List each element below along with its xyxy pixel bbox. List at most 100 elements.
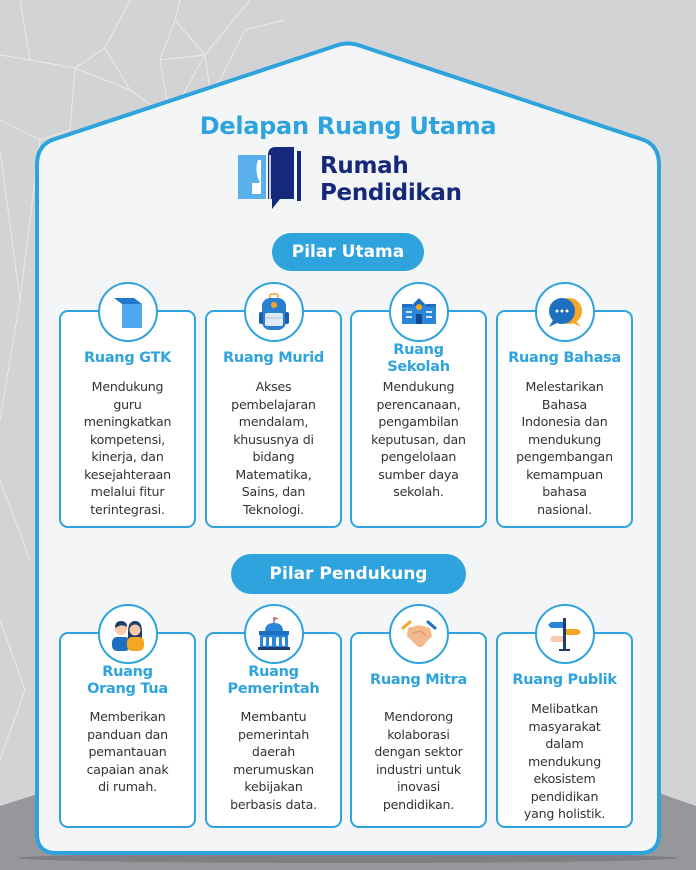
title-line: Pemerintah xyxy=(227,681,320,697)
section-pill-pilar-pendukung: Pilar Pendukung xyxy=(231,554,466,594)
desc-line: industri untuk xyxy=(375,761,461,777)
desc-line: Melibatkan xyxy=(530,701,599,716)
title-line: Orang Tua xyxy=(87,681,168,697)
government-building-icon xyxy=(257,617,290,650)
card-ruang-publik[interactable]: Ruang Publik Melibatkan masyarakat dalam… xyxy=(496,604,633,828)
title-line: Ruang xyxy=(102,664,153,680)
desc-line: terintegrasi. xyxy=(90,501,165,517)
desc-line: Mendukung xyxy=(382,379,455,394)
logo-line-2: Pendidikan xyxy=(320,180,462,206)
card-ruang-bahasa[interactable]: Ruang Bahasa Melestarikan Bahasa Indones… xyxy=(496,282,633,528)
desc-line: capaian anak xyxy=(86,761,169,777)
desc-line: pembelajaran xyxy=(231,396,316,412)
desc-line: Indonesia dan xyxy=(521,414,608,429)
card-title: Ruang Sekolah xyxy=(352,342,485,376)
desc-line: mendukung xyxy=(527,431,602,447)
card-ruang-mitra[interactable]: Ruang Mitra Mendorong kolaborasi dengan … xyxy=(350,604,487,828)
desc-line: kompetensi, xyxy=(89,431,166,447)
rumah-pendidikan-logo: Rumah Pendidikan xyxy=(236,147,462,213)
desc-line: Teknologi. xyxy=(243,501,304,517)
card-description: Mendukung guru meningkatkan kompetensi, … xyxy=(63,378,192,518)
icon-circle xyxy=(243,604,304,664)
backpack-icon xyxy=(258,293,289,330)
desc-line: Mendorong xyxy=(383,709,454,724)
handshake-icon xyxy=(401,620,436,648)
card-description: Memberikan panduan dan pemantauan capaia… xyxy=(63,708,192,796)
desc-line: pengambilan xyxy=(378,414,459,429)
desc-line: kinerja, dan xyxy=(91,449,164,464)
desc-line: sumber daya xyxy=(378,466,459,482)
desc-line: kolaborasi xyxy=(387,726,450,742)
card-description: Akses pembelajaran mendalam, khususnya d… xyxy=(209,378,338,518)
desc-line: bidang xyxy=(252,449,295,464)
icon-circle xyxy=(388,604,449,664)
desc-line: pendidikan xyxy=(530,788,599,804)
logo-text: Rumah Pendidikan xyxy=(320,153,462,207)
desc-line: guru xyxy=(113,396,142,412)
card-ruang-pemerintah[interactable]: Ruang Pemerintah Membantu pemerintah dae… xyxy=(205,604,342,828)
card-description: Mendukung perencanaan, pengambilan keput… xyxy=(354,378,483,501)
card-title: Ruang GTK xyxy=(83,350,172,366)
card-title: Ruang Murid xyxy=(223,350,324,366)
desc-line: pengembangan xyxy=(516,449,613,464)
desc-line: panduan dan xyxy=(87,726,168,742)
desc-line: Bahasa xyxy=(541,396,588,412)
icon-circle xyxy=(534,604,595,664)
parents-icon xyxy=(111,621,144,651)
card-ruang-sekolah[interactable]: Ruang Sekolah Mendukung perencanaan, pen… xyxy=(350,282,487,528)
desc-line: kesejahteraan xyxy=(84,466,171,482)
desc-line: pemerintah xyxy=(237,726,310,742)
desc-line: nasional. xyxy=(537,501,592,517)
card-title: Ruang Mitra xyxy=(370,672,467,688)
card-title: Ruang Pemerintah xyxy=(207,664,340,698)
desc-line: melalui fitur xyxy=(90,484,165,499)
title-line: Ruang xyxy=(393,342,444,358)
school-building-icon xyxy=(401,298,436,324)
page-title: Delapan Ruang Utama xyxy=(199,112,497,140)
desc-line: daerah xyxy=(251,744,296,759)
desc-line: Melestarikan xyxy=(525,379,604,394)
desc-line: inovasi xyxy=(396,779,441,794)
card-description: Melibatkan masyarakat dalam mendukung ek… xyxy=(500,700,629,823)
desc-line: sekolah. xyxy=(393,484,444,499)
icon-circle xyxy=(97,604,158,664)
icon-circle xyxy=(534,282,595,342)
title-line: Sekolah xyxy=(387,359,450,375)
book-chat-icon xyxy=(238,147,301,209)
desc-line: perencanaan, xyxy=(376,396,461,412)
card-description: Melestarikan Bahasa Indonesia dan menduk… xyxy=(500,378,629,518)
card-title: Ruang Orang Tua xyxy=(61,664,194,698)
card-title: Ruang Publik xyxy=(512,672,617,688)
title-line: Ruang xyxy=(248,664,299,680)
desc-line: mendukung xyxy=(527,753,602,769)
card-ruang-orang-tua[interactable]: Ruang Orang Tua Memberikan panduan dan p… xyxy=(59,604,196,828)
desc-line: keputusan, dan xyxy=(371,431,466,447)
icon-circle xyxy=(243,282,304,342)
desc-line: kebijakan xyxy=(244,779,303,794)
desc-line: Akses xyxy=(255,379,292,394)
desc-line: ekosistem xyxy=(533,771,596,786)
desc-line: bahasa xyxy=(542,484,587,499)
card-ruang-gtk[interactable]: Ruang GTK Mendukung guru meningkatkan ko… xyxy=(59,282,196,528)
desc-line: pengelolaan xyxy=(380,449,457,464)
desc-line: meningkatkan xyxy=(83,414,172,429)
card-description: Membantu pemerintah daerah merumuskan ke… xyxy=(209,708,338,813)
card-title: Ruang Bahasa xyxy=(508,350,621,366)
chat-bubbles-icon xyxy=(548,298,582,327)
card-description: Mendorong kolaborasi dengan sektor indus… xyxy=(354,708,483,813)
desc-line: di rumah. xyxy=(98,779,157,794)
icon-circle xyxy=(388,282,449,342)
desc-line: dengan sektor xyxy=(374,744,463,759)
desc-line: masyarakat xyxy=(528,718,601,734)
card-ruang-murid[interactable]: Ruang Murid Akses pembelajaran mendalam,… xyxy=(205,282,342,528)
desc-line: Mendukung xyxy=(91,379,164,394)
section-pill-pilar-utama: Pilar Utama xyxy=(272,233,424,271)
signpost-icon xyxy=(547,618,581,651)
desc-line: Membantu xyxy=(240,709,307,724)
desc-line: berbasis data. xyxy=(230,796,317,812)
logo-line-1: Rumah xyxy=(320,153,409,179)
desc-line: pendidikan. xyxy=(382,796,455,812)
cube-icon xyxy=(113,298,142,328)
desc-line: kemampuan xyxy=(526,466,603,482)
desc-line: mendalam, xyxy=(238,414,309,429)
